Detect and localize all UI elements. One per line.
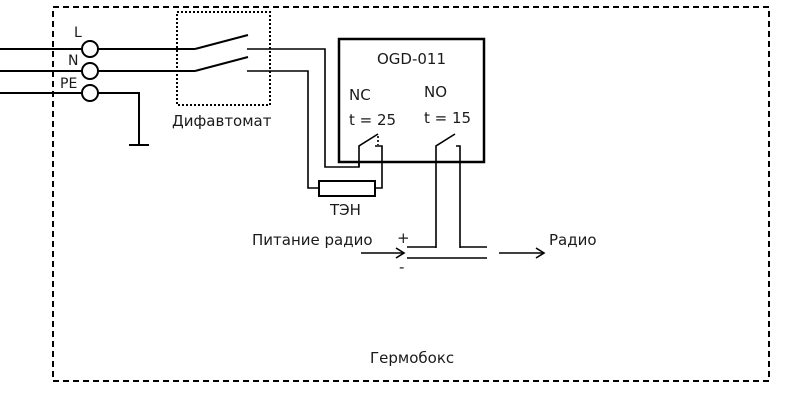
nc-contact-switch [358, 133, 379, 167]
breaker-label: Дифавтомат [172, 112, 272, 130]
breaker-box [176, 11, 271, 106]
nc-setting: t = 25 [349, 111, 396, 129]
plus-label: + [397, 229, 410, 247]
heater-label: ТЭН [329, 201, 361, 219]
label-PE: PE [60, 76, 77, 92]
terminal-PE [81, 84, 99, 102]
breaker-switch-L [194, 34, 249, 50]
radio-power-label: Питание радио [252, 231, 373, 249]
radio-label: Радио [549, 231, 597, 249]
nc-label: NC [349, 86, 371, 104]
breaker-switch-N [194, 56, 249, 72]
wire-N-out [247, 70, 319, 189]
terminal-L [81, 40, 99, 58]
enclosure-label: Гермобокс [370, 349, 454, 367]
controller-box [337, 37, 486, 164]
wire-PE [98, 92, 140, 145]
label-N: N [68, 53, 78, 69]
power-in-arrowhead [395, 247, 406, 259]
heater [318, 180, 376, 197]
minus-label: - [399, 258, 404, 276]
controller-title: OGD-011 [377, 50, 446, 68]
radio-out-arrowhead [535, 247, 546, 259]
label-L: L [74, 25, 82, 41]
terminal-N [81, 62, 99, 80]
no-contact-switch [435, 133, 456, 248]
no-contact-fixed [456, 145, 461, 248]
wire-nc-to-heater [375, 145, 383, 189]
no-setting: t = 15 [424, 109, 471, 127]
no-label: NO [424, 83, 447, 101]
enclosure-border [52, 6, 770, 382]
